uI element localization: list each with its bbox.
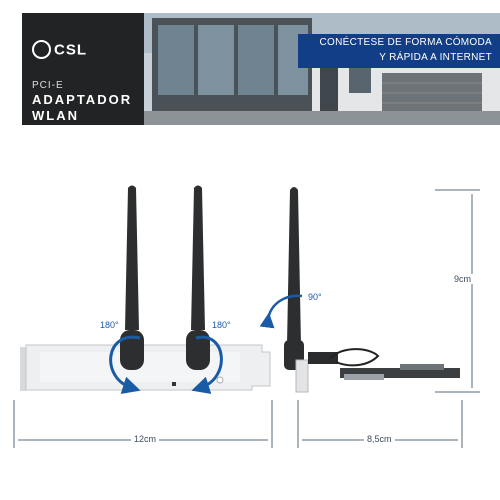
rotation-right-label: 180° (212, 320, 231, 330)
rotation-arrow-left (109, 335, 141, 394)
product-type: PCI-E (32, 80, 64, 91)
depth-label: 8,5cm (364, 434, 395, 444)
brand-panel: CSL PCI-E ADAPTADOR WLAN (22, 13, 144, 125)
tilt-label: 90° (308, 292, 322, 302)
product-name-line1: ADAPTADOR (32, 92, 133, 107)
brand-logo: CSL (32, 40, 87, 60)
logo-icon (32, 40, 51, 59)
rotation-left-label: 180° (100, 320, 119, 330)
tagline-line1: CONÉCTESE DE FORMA CÓMODA (319, 37, 492, 48)
pcie-bracket (20, 344, 271, 391)
width-label: 12cm (131, 434, 160, 444)
product-name-line2: WLAN (32, 108, 79, 123)
tagline-line2: Y RÁPIDA A INTERNET (379, 52, 492, 63)
antenna-left (120, 185, 144, 370)
tilt-arrow (259, 294, 303, 329)
antenna-middle (186, 185, 210, 370)
dimension-height (435, 189, 480, 393)
height-label: 9cm (452, 274, 474, 284)
tagline-box: CONÉCTESE DE FORMA CÓMODA Y RÁPIDA A INT… (298, 34, 500, 68)
logo-text: CSL (54, 41, 87, 59)
pcie-card-side (295, 348, 460, 393)
antenna-side (284, 187, 304, 370)
rotation-arrow-middle (191, 335, 223, 394)
